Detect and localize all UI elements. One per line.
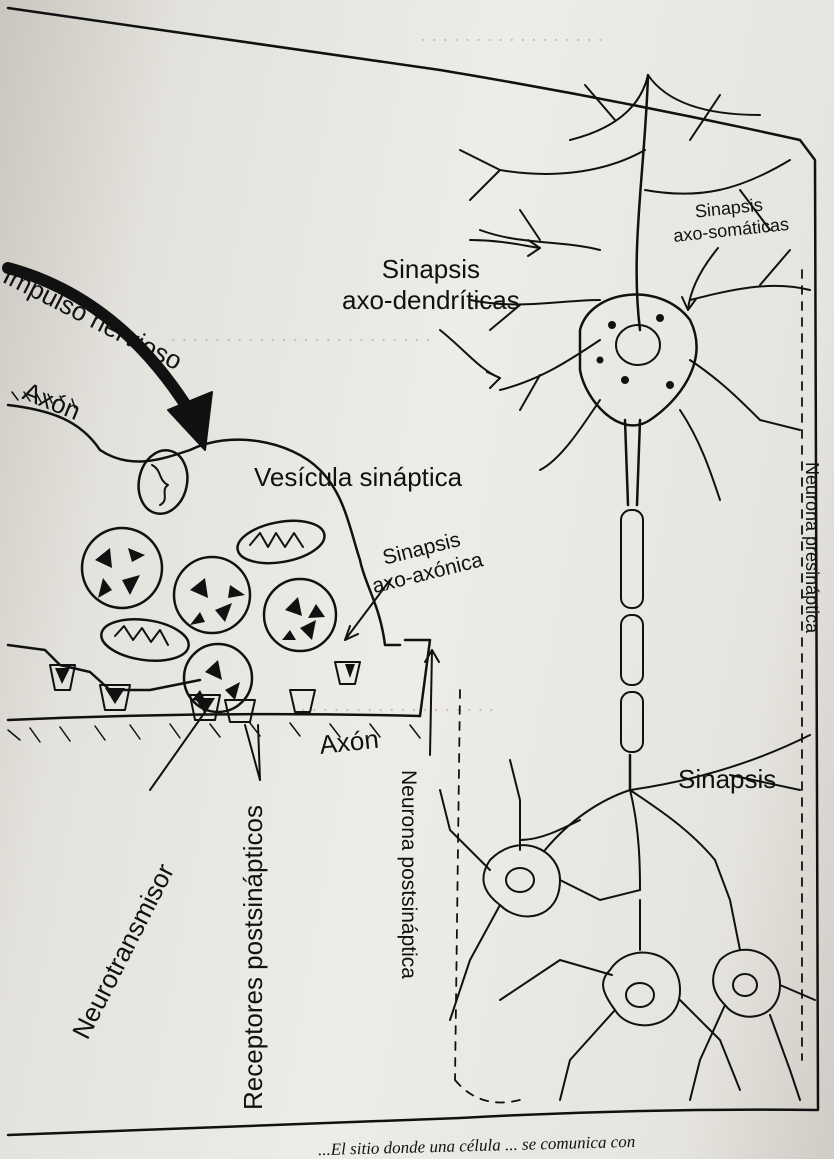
label-sinapsis-axo-dendriticas: Sinapsis axo-dendríticas bbox=[342, 254, 520, 316]
postsynaptic-soma bbox=[483, 845, 560, 916]
postsynaptic-soma bbox=[603, 953, 680, 1026]
dashed-guide bbox=[455, 690, 460, 1080]
neurotransmitter-pointer bbox=[150, 712, 205, 790]
postsynaptic-soma bbox=[713, 950, 780, 1017]
label-receptores-postsinapticos: Receptores postsinápticos bbox=[238, 805, 269, 1110]
label-line-2: axo-dendríticas bbox=[342, 285, 520, 316]
label-line-1: Sinapsis bbox=[342, 254, 520, 285]
axon-pointer bbox=[430, 650, 432, 755]
myelin-sheath bbox=[621, 615, 643, 685]
label-neurona-presinaptica: Neurona presináptica bbox=[801, 462, 822, 633]
label-vesicula-sinaptica: Vesícula sináptica bbox=[254, 462, 462, 493]
myelin-sheath bbox=[621, 692, 643, 752]
nucleus bbox=[616, 325, 660, 365]
label-axon-bottom: Axón bbox=[318, 724, 380, 761]
impulse-arrowhead bbox=[168, 392, 212, 450]
label-neurona-postsinaptica: Neurona postsináptica bbox=[396, 770, 420, 979]
label-sinapsis: Sinapsis bbox=[678, 764, 776, 795]
myelin-sheath bbox=[621, 510, 643, 608]
neurotransmitter-molecules bbox=[95, 548, 325, 702]
